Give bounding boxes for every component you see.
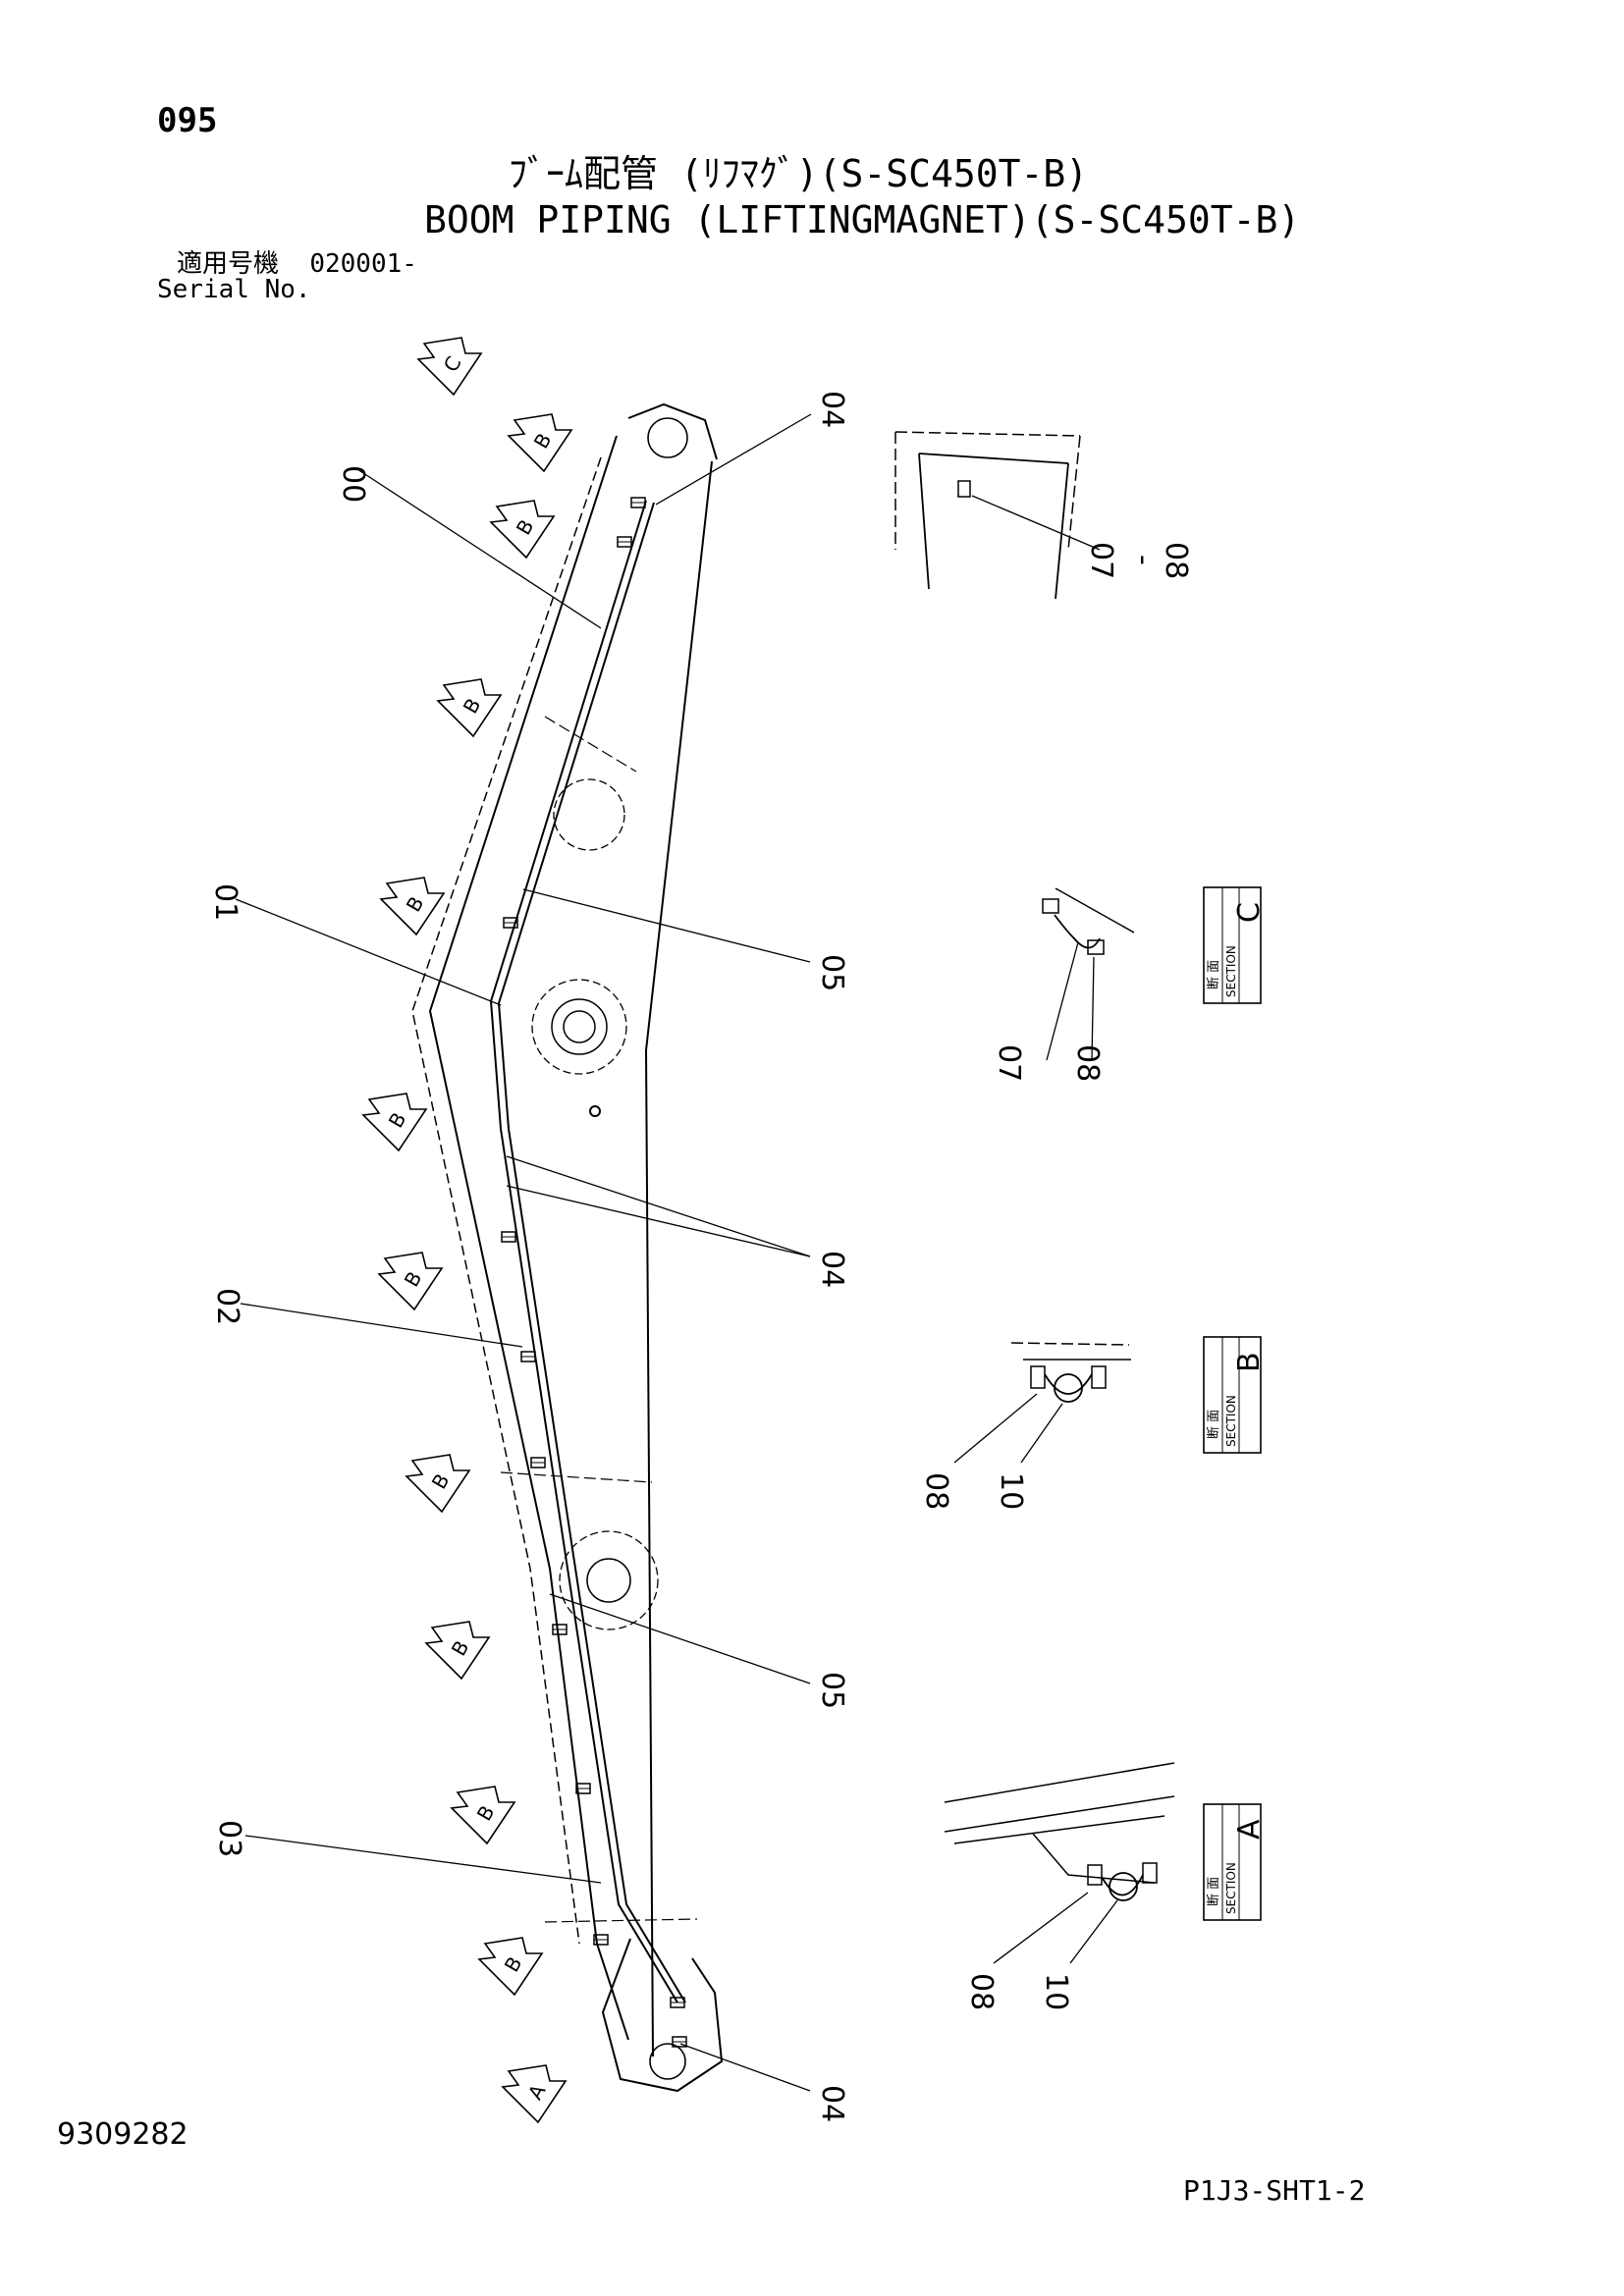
- svg-text:SECTION: SECTION: [1224, 945, 1238, 997]
- serial-row-japanese: 適用号機 020001-: [177, 251, 417, 277]
- svg-text:07: 07: [992, 1044, 1026, 1082]
- detail-view-top: [894, 431, 1101, 600]
- section-b-detail: [953, 1342, 1131, 1464]
- serial-value: 020001-: [309, 249, 417, 279]
- view-arrow-b-6: B: [378, 1252, 443, 1310]
- svg-text:A: A: [1232, 1819, 1267, 1840]
- document-number: 9309282: [57, 2117, 189, 2152]
- leader-lines: [235, 413, 812, 2092]
- view-arrow-b-8: B: [425, 1621, 490, 1680]
- title-english: BOOM PIPING (LIFTINGMAGNET)(S-SC450T-B): [424, 198, 1301, 241]
- view-arrow-b-3: B: [437, 678, 502, 737]
- svg-text:10: 10: [1039, 1973, 1073, 2010]
- callout-04-bottom: 04: [815, 2085, 849, 2122]
- callout-03: 03: [212, 1820, 246, 1857]
- svg-text:07: 07: [1084, 542, 1118, 579]
- section-label-c: 断 面 SECTION C: [1203, 886, 1267, 1004]
- callout-04-mid: 04: [815, 1251, 849, 1288]
- serial-label-jp: 適用号機: [177, 249, 280, 279]
- view-arrow-b-9: B: [451, 1786, 515, 1844]
- svg-text:C: C: [1232, 902, 1267, 923]
- svg-text:B: B: [1232, 1352, 1267, 1372]
- detail-view-top-labels: 07 - 08: [1084, 542, 1193, 579]
- view-arrow-b-1: B: [508, 413, 572, 472]
- view-arrows: C B B B B B B B B B B A: [362, 337, 572, 2123]
- svg-text:10: 10: [994, 1472, 1028, 1510]
- view-arrow-b-7: B: [406, 1454, 470, 1513]
- callout-labels: 00 01 02 03 04 05 04 05 04: [208, 391, 849, 2122]
- section-b-detail-labels: 08 10: [919, 1472, 1028, 1510]
- section-label-a: 断 面 SECTION A: [1203, 1803, 1267, 1921]
- svg-text:08: 08: [1159, 542, 1193, 579]
- view-arrow-a: A: [502, 2064, 567, 2123]
- section-a-detail-labels: 08 10: [964, 1973, 1073, 2010]
- svg-text:08: 08: [964, 1973, 999, 2010]
- callout-00: 00: [336, 465, 370, 503]
- svg-text:断 面: 断 面: [1207, 1410, 1221, 1439]
- callout-05-lower: 05: [815, 1672, 849, 1709]
- section-label-b: 断 面 SECTION B: [1203, 1336, 1267, 1454]
- page-number: 095: [157, 101, 218, 140]
- callout-02: 02: [210, 1288, 244, 1325]
- title-japanese: ﾌﾞｰﾑ配管 (ﾘﾌﾏｸﾞ)(S-SC450T-B): [509, 152, 1089, 195]
- boom-pin-bosses: [531, 778, 659, 1630]
- view-arrow-b-4: B: [380, 877, 445, 935]
- view-arrow-b-2: B: [490, 500, 555, 559]
- svg-text:08: 08: [1070, 1044, 1105, 1082]
- serial-label-english: Serial No.: [157, 275, 311, 304]
- callout-05-upper: 05: [815, 954, 849, 991]
- callout-01: 01: [208, 883, 243, 921]
- section-c-detail: [1042, 887, 1135, 1061]
- callout-04-top: 04: [815, 391, 849, 428]
- svg-text:SECTION: SECTION: [1224, 1395, 1238, 1447]
- svg-text:SECTION: SECTION: [1224, 1862, 1238, 1914]
- pipe-run: [489, 500, 686, 2003]
- svg-text:08: 08: [919, 1472, 953, 1510]
- view-arrow-b-10: B: [478, 1937, 543, 1996]
- sheet-code: P1J3-SHT1-2: [1183, 2174, 1366, 2207]
- view-arrow-c: C: [417, 337, 482, 396]
- boom-outline: [411, 402, 724, 2093]
- section-a-detail: [944, 1762, 1175, 1964]
- view-arrow-b-5: B: [362, 1093, 427, 1151]
- svg-text:断 面: 断 面: [1207, 1877, 1221, 1906]
- svg-text:-: -: [1126, 555, 1161, 565]
- svg-text:断 面: 断 面: [1207, 960, 1221, 989]
- section-c-detail-labels: 07 08: [992, 1044, 1105, 1082]
